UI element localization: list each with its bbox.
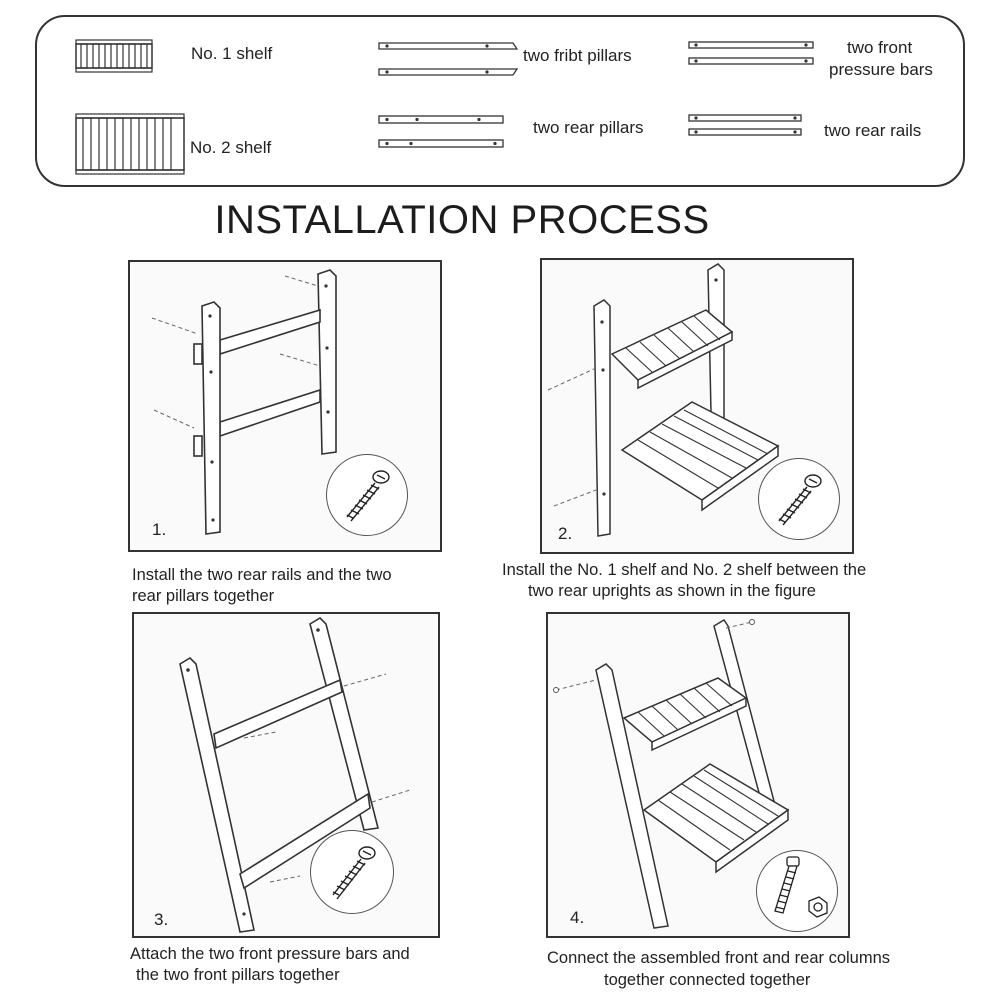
rear-pillars-label: two rear pillars [533,118,644,137]
front-pillars-drawing [378,42,519,76]
step-1-number: 1. [152,520,167,539]
step-4-panel: 4. [546,612,850,938]
page-title: INSTALLATION PROCESS [214,198,710,242]
screw-detail [326,454,408,536]
front-pillars-label: two fribt pillars [523,46,632,65]
no2-shelf-drawing [75,113,185,175]
screw-detail [310,830,394,914]
step-1-caption-line-2: rear pillars together [132,587,275,605]
step-2-caption-line-2: two rear uprights as shown in the figure [528,582,816,600]
wood-screw-icon [332,846,376,900]
wood-screw-icon [778,474,822,526]
step-2-diagram [547,263,780,537]
no2-shelf-label: No. 2 shelf [190,138,272,157]
step-2-panel: 2. [540,258,854,554]
no1-shelf-drawing [75,39,153,73]
step-4-number: 4. [570,908,585,927]
step-2-number: 2. [558,524,573,543]
step-3-caption-line-2: the two front pillars together [136,966,340,984]
step-3-caption-line-1: Attach the two front pressure bars and [130,945,410,963]
front-pressure-bars-drawing [688,41,814,65]
step-3-diagram [179,616,411,933]
step-3-number: 3. [154,910,169,929]
step-2-caption-line-1: Install the No. 1 shelf and No. 2 shelf … [502,561,867,579]
step-1-diagram [151,269,337,535]
step-3-panel: 3. [132,612,440,938]
rear-rails-label: two rear rails [824,121,922,140]
screw-detail [758,458,840,540]
bolt-and-nut-icon [774,856,828,918]
step-1-panel: 1. [128,260,442,552]
no1-shelf-label: No. 1 shelf [191,44,273,63]
parts-list: No. 1 shelf No. 2 shelf two fribt pillar… [35,15,965,187]
bolt-detail [756,850,838,932]
step-4-diagram [553,618,790,929]
wood-screw-icon [346,470,390,522]
rear-pillars-drawing [378,115,504,148]
step-1-caption-line-1: Install the two rear rails and the two [132,566,392,584]
step-4-caption-line-1: Connect the assembled front and rear col… [547,949,891,967]
front-pressure-bars-label-1: two front [847,38,913,57]
step-4-caption-line-2: together connected together [604,971,811,989]
front-pressure-bars-label-2: pressure bars [829,60,933,79]
rear-rails-drawing [688,114,802,136]
